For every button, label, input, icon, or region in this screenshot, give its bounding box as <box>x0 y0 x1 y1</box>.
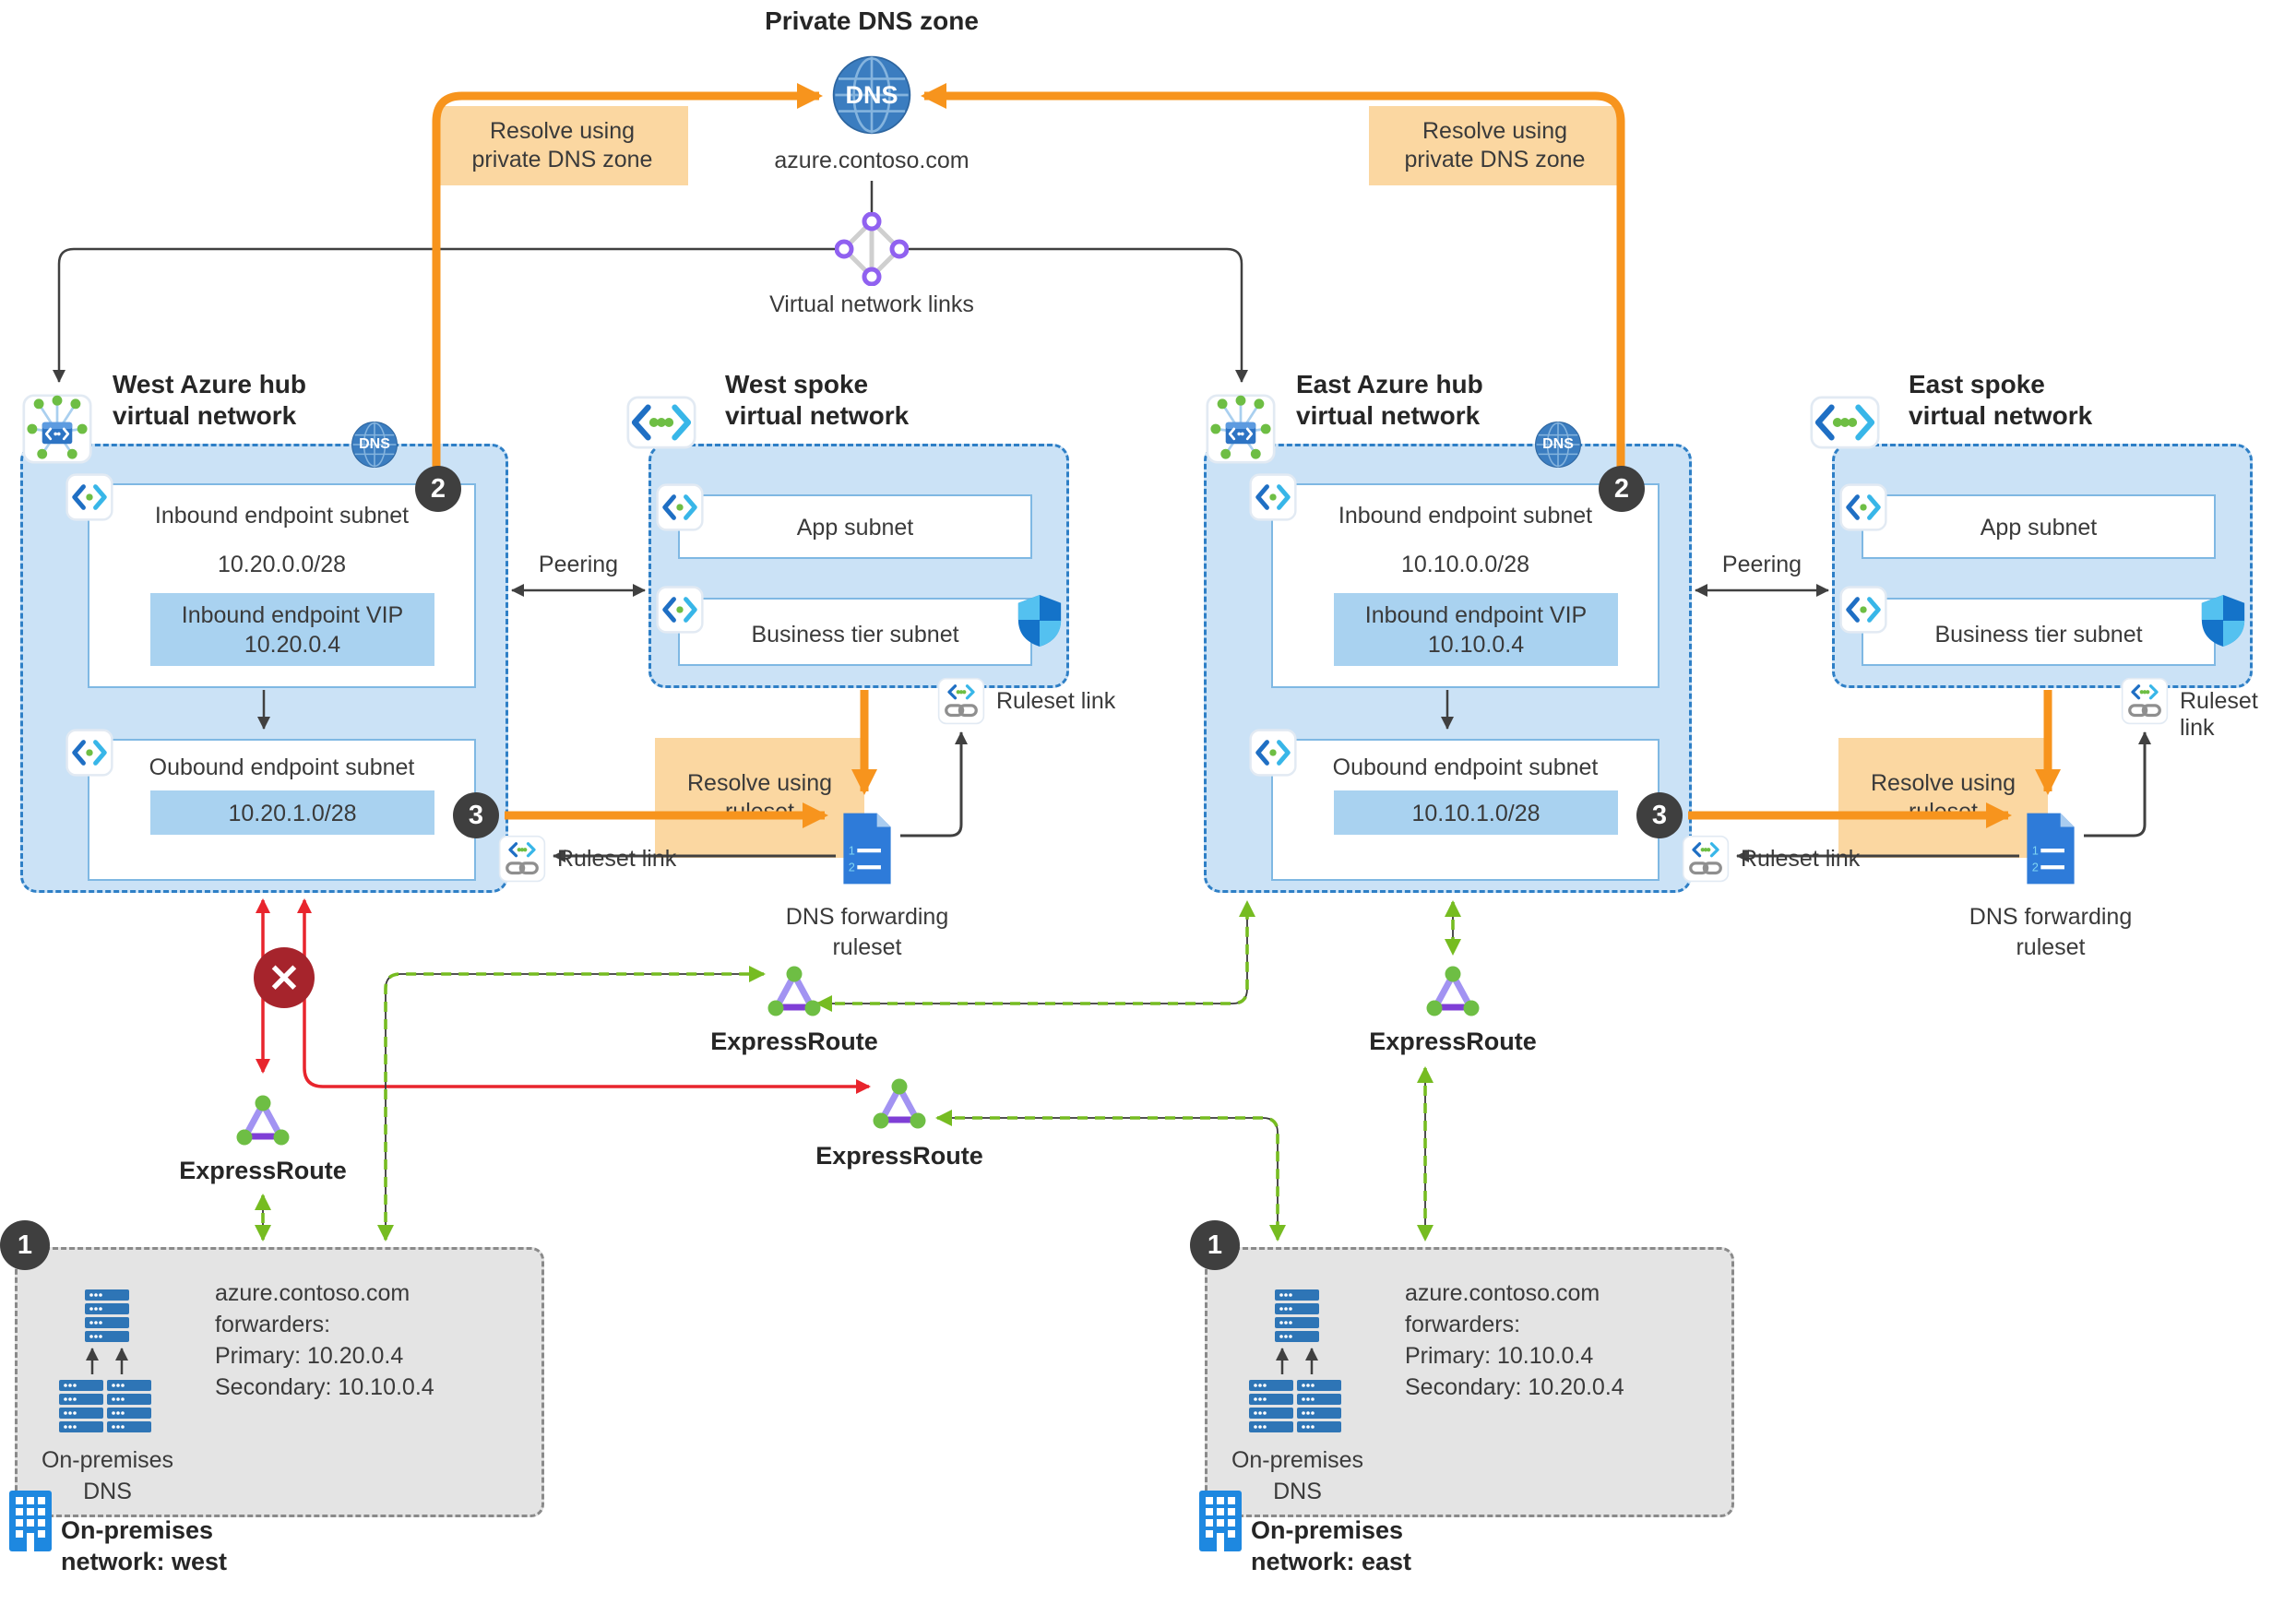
onprem-west-dns-server-icon <box>85 1289 129 1343</box>
east-inbound-vip: Inbound endpoint VIP 10.10.0.4 <box>1364 602 1588 658</box>
onprem-east-network-label: On-premises network: east <box>1251 1516 1412 1575</box>
onprem-west-network-label: On-premises network: west <box>61 1516 228 1575</box>
onprem-east-dns-server-icon <box>1275 1289 1319 1343</box>
expressroute-mid-east-label: ExpressRoute <box>815 1142 983 1170</box>
east-dns-forwarding-ruleset-icon <box>2021 809 2080 888</box>
callout-resolve-ruleset-east: Resolve using ruleset <box>1838 738 2048 858</box>
east-outbound-cidr-box <box>1334 790 1618 835</box>
east-spoke-ruleset-link-label: Ruleset link <box>2180 688 2258 741</box>
east-dns-forwarding-ruleset-label: DNS forwarding ruleset <box>1969 904 2133 960</box>
east-business-subnet-box <box>1862 598 2216 666</box>
east-hub-ruleset-link-icon <box>1682 835 1730 883</box>
peering-west-label: Peering <box>538 552 619 577</box>
west-spoke-ruleset-link-icon <box>937 677 985 725</box>
west-step3-badge: 3 <box>453 792 499 838</box>
west-outbound-cidr-box <box>150 790 434 835</box>
expressroute-east-label: ExpressRoute <box>1369 1028 1537 1055</box>
onprem-east-step1-badge: 1 <box>1190 1220 1240 1270</box>
west-app-subnet-box <box>678 494 1032 559</box>
west-inbound-vip: Inbound endpoint VIP 10.20.0.4 <box>181 602 404 658</box>
expressroute-west-label: ExpressRoute <box>179 1157 347 1184</box>
east-business-shield-icon <box>2198 593 2248 648</box>
vnet-links-label: Virtual network links <box>769 291 974 317</box>
west-outbound-cidr: 10.20.1.0/28 <box>228 801 357 826</box>
onprem-east-building-icon <box>1199 1491 1242 1551</box>
west-inbound-cidr: 10.20.0.0/28 <box>217 552 346 577</box>
expressroute-east-icon <box>1423 965 1482 1018</box>
east-hub-ruleset-link-label: Ruleset link <box>1741 846 1861 872</box>
west-hub-ruleset-link-label: Ruleset link <box>557 846 677 872</box>
east-app-subnet-label: App subnet <box>1980 515 2098 541</box>
callout-resolve-ruleset-west: Resolve using ruleset <box>655 738 864 858</box>
dns-globe-label: DNS <box>845 80 898 109</box>
onprem-west-forwarders: azure.contoso.com forwarders: Primary: 1… <box>215 1280 434 1400</box>
onprem-west-step1-badge: 1 <box>0 1220 50 1270</box>
west-business-subnet-box <box>678 598 1032 666</box>
blocked-route-icon: ✕ <box>254 947 315 1008</box>
onprem-east-dns-server-icon <box>1297 1380 1341 1433</box>
expressroute-mid-east-icon <box>870 1077 929 1131</box>
east-outbound-subnet-title: Oubound endpoint subnet <box>1332 754 1599 780</box>
west-inbound-vip-box <box>150 593 434 666</box>
east-outbound-cidr: 10.10.1.0/28 <box>1411 801 1541 826</box>
expressroute-mid-west-label: ExpressRoute <box>710 1028 878 1055</box>
east-spoke-vnet-icon <box>1810 395 1880 450</box>
west-hub-vnet-icon <box>22 394 92 464</box>
east-spoke-ruleset-link-icon <box>2121 677 2169 725</box>
private-dns-zone-name: azure.contoso.com <box>774 148 970 173</box>
west-step2-badge: 2 <box>415 466 461 512</box>
onprem-east-dns-server-icon <box>1249 1380 1293 1433</box>
west-business-shield-icon <box>1015 593 1065 648</box>
callout-resolve-private-west: Resolve using private DNS zone <box>436 106 688 185</box>
east-hub-title: East Azure hub virtual network <box>1296 370 1483 430</box>
east-step3-badge: 3 <box>1636 792 1683 838</box>
east-hub-dns-badge-label: DNS <box>1542 436 1574 452</box>
private-dns-zone-title: Private DNS zone <box>765 6 979 35</box>
west-hub-title: West Azure hub virtual network <box>113 370 307 430</box>
onprem-east-forwarders: azure.contoso.com forwarders: Primary: 1… <box>1405 1280 1624 1400</box>
west-spoke-title: West spoke virtual network <box>725 370 910 430</box>
callout-resolve-private-east: Resolve using private DNS zone <box>1369 106 1621 185</box>
peering-east-label: Peering <box>1721 552 1802 577</box>
onprem-west-dns-server-icon <box>59 1380 103 1433</box>
east-spoke-title: East spoke virtual network <box>1909 370 2093 430</box>
east-hub-vnet-icon <box>1206 394 1276 464</box>
onprem-west-building-icon <box>9 1491 52 1551</box>
west-app-subnet-label: App subnet <box>796 515 914 541</box>
onprem-east-dns-label: On-premises DNS <box>1231 1447 1364 1504</box>
west-spoke-ruleset-link-label: Ruleset link <box>996 688 1116 714</box>
onprem-west-dns-label: On-premises DNS <box>41 1447 174 1504</box>
expressroute-mid-west-icon <box>765 965 824 1018</box>
east-inbound-cidr: 10.10.0.0/28 <box>1400 552 1529 577</box>
east-inbound-subnet-title: Inbound endpoint subnet <box>1338 503 1593 529</box>
west-business-subnet-label: Business tier subnet <box>751 622 959 648</box>
west-dns-forwarding-ruleset-label: DNS forwarding ruleset <box>785 904 949 960</box>
west-dns-forwarding-ruleset-icon <box>838 809 897 888</box>
east-business-subnet-label: Business tier subnet <box>1934 622 2143 648</box>
west-inbound-subnet-title: Inbound endpoint subnet <box>154 503 410 529</box>
onprem-west-dns-server-icon <box>107 1380 151 1433</box>
east-inbound-vip-box <box>1334 593 1618 666</box>
west-hub-dns-badge-label: DNS <box>359 436 390 452</box>
west-hub-ruleset-link-icon <box>498 835 546 883</box>
expressroute-west-icon <box>233 1094 292 1147</box>
vnet-links-icon <box>835 212 909 286</box>
east-step2-badge: 2 <box>1599 466 1645 512</box>
west-spoke-vnet-icon <box>626 395 696 450</box>
west-outbound-subnet-title: Oubound endpoint subnet <box>149 754 415 780</box>
